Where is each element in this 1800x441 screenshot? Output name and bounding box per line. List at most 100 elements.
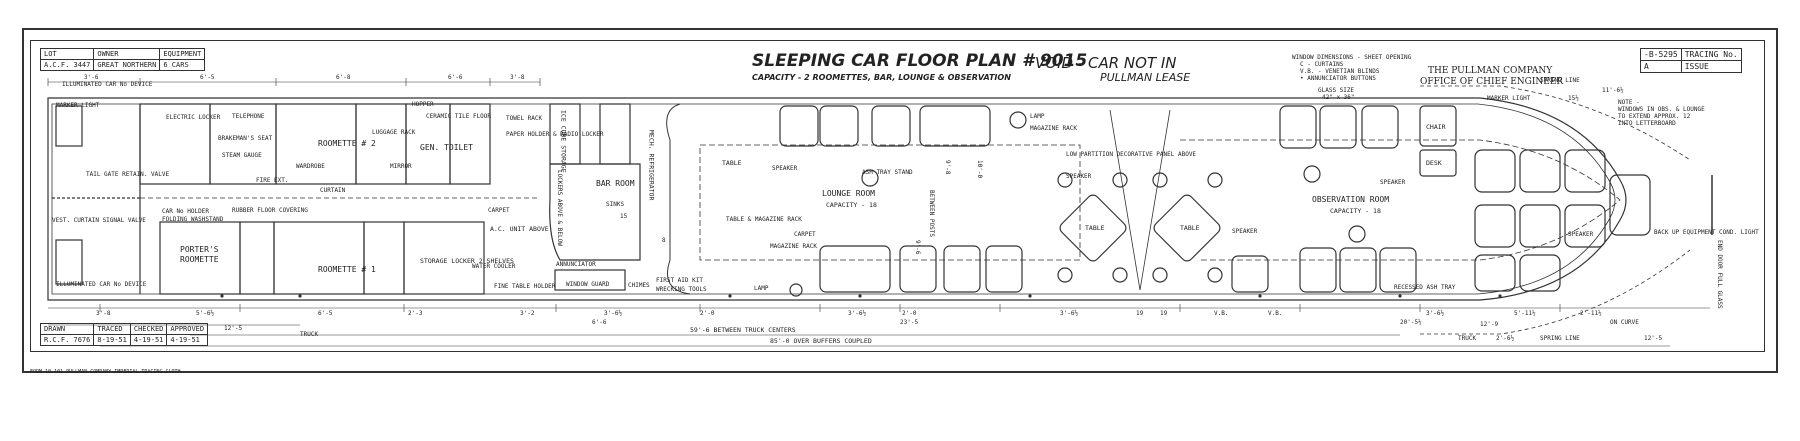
table-magazine-rack-label: TABLE & MAGAZINE RACK xyxy=(726,216,802,223)
form-footer: FORM 10-101 PULLMAN COMPANY IMPERIAL TRA… xyxy=(30,369,181,375)
fine-table-holder-label: FINE TABLE HOLDER xyxy=(494,283,556,290)
truck-label-left: TRUCK xyxy=(300,331,319,338)
dim-misc: 12'-9 xyxy=(1480,321,1499,328)
wrecking-tools-label: WRECKING TOOLS xyxy=(656,286,707,293)
dim-misc: 6'-6 xyxy=(592,319,607,326)
first-aid-label: FIRST AID KIT xyxy=(656,277,703,284)
electric-locker-label: ELECTRIC LOCKER xyxy=(166,114,221,121)
recessed-ash-tray-label: RECESSED ASH TRAY xyxy=(1394,284,1456,291)
checked-value: 4-19-51 xyxy=(129,334,168,346)
chimes-label: CHIMES xyxy=(628,282,650,289)
mirror-label: MIRROR xyxy=(390,163,412,170)
water-cooler-label: WATER COOLER xyxy=(472,263,516,270)
note-1: NOTE - xyxy=(1618,99,1640,106)
dim-bottom: V.B. xyxy=(1214,310,1229,317)
dim-misc: 12'-5 xyxy=(224,325,243,332)
card-table-2-label: TABLE xyxy=(1180,224,1200,232)
lounge-room-label: LOUNGE ROOM xyxy=(822,189,875,198)
rubber-floor-label: RUBBER FLOOR COVERING xyxy=(232,207,308,214)
dim-misc: 23'-5 xyxy=(900,319,919,326)
bar-room-label: BAR ROOM xyxy=(596,179,635,188)
lot-value: A.C.F. 3447 xyxy=(39,59,95,71)
truck-label-right: TRUCK xyxy=(1458,335,1477,342)
magazine-rack-bottom: MAGAZINE RACK xyxy=(770,243,817,250)
dim-bottom: 12'-5 xyxy=(1644,335,1663,342)
ashtray-stand-label: ASH TRAY STAND xyxy=(862,169,913,176)
illuminated-device-bottom: ILLUMINATED CAR No DEVICE xyxy=(56,281,147,288)
window-guard-label: WINDOW GUARD xyxy=(566,281,610,288)
car-no-holder-label: CAR No HOLDER xyxy=(162,208,209,215)
window-note-3: V.B. - VENETIAN BLINDS xyxy=(1300,68,1380,75)
equipment-value: 6 CARS xyxy=(159,59,206,71)
dim-bottom: 3'-8 xyxy=(96,310,111,317)
tracing-label: TRACING No. xyxy=(1680,48,1742,61)
approved-header: APPROVED xyxy=(166,323,209,335)
dim-misc: 10'-0 xyxy=(976,160,983,179)
speaker-rear: SPEAKER xyxy=(1568,231,1594,238)
tracing-number: -B-5295 xyxy=(1640,48,1682,61)
tracing-number-table: -B-5295 TRACING No. A ISSUE xyxy=(1640,48,1742,73)
car-body-outline xyxy=(47,97,1627,301)
note-3: TO EXTEND APPROX. 12 xyxy=(1618,113,1691,120)
over-buffers-dim: 85'-0 OVER BUFFERS COUPLED xyxy=(770,337,872,345)
curtain-label: CURTAIN xyxy=(320,187,346,194)
lot-header: LOT xyxy=(39,48,95,60)
roomette-1-label: ROOMETTE # 1 xyxy=(318,265,376,274)
fire-ext-label: FIRE EXT. xyxy=(256,177,289,184)
chair-label: CHAIR xyxy=(1426,123,1446,131)
paper-holder-label: PAPER HOLDER & RADIO LOCKER xyxy=(506,131,604,138)
observation-room-label: OBSERVATION ROOM xyxy=(1312,195,1390,204)
table-left-label: TABLE xyxy=(722,159,742,167)
dim-misc: 8 xyxy=(662,237,666,244)
steam-gauge-label: STEAM GAUGE xyxy=(222,152,262,159)
dim-top: 3'-8 xyxy=(510,74,525,81)
towel-rack-label: TOWEL RACK xyxy=(506,115,543,122)
storage-locker-label: STORAGE LOCKER 2 SHELVES xyxy=(420,257,514,265)
dim-misc: 9'-6 xyxy=(914,240,921,255)
brakemans-seat-label: BRAKEMAN'S SEAT xyxy=(218,135,273,142)
roomette-2-label: ROOMETTE # 2 xyxy=(318,139,376,148)
dim-bottom: 5'-6½ xyxy=(196,310,215,317)
dim-misc: 9'-8 xyxy=(944,160,951,175)
carpet-label-roomette: CARPET xyxy=(488,207,510,214)
wardrobe-label: WARDROBE xyxy=(296,163,325,170)
void-stamp-line2: PULLMAN LEASE xyxy=(1100,71,1191,84)
telephone-label: TELEPHONE xyxy=(232,113,265,120)
glass-size-2: 42" x 36" xyxy=(1322,94,1355,101)
dim-misc: 19 xyxy=(1160,310,1168,317)
lounge-capacity-label: CAPACITY - 18 xyxy=(826,201,877,209)
truck-centers-dim: 59'-6 BETWEEN TRUCK CENTERS xyxy=(690,326,796,334)
dim-bottom: 3'-6½ xyxy=(1060,310,1079,317)
spring-line-bottom xyxy=(1420,249,1691,335)
drawing-title: SLEEPING CAR FLOOR PLAN # 9015 xyxy=(752,51,1088,71)
car-inner-wall xyxy=(51,103,1616,295)
dim-misc: 15 xyxy=(620,213,628,220)
dim-top: 15½ xyxy=(1568,95,1579,102)
dim-bottom: 3'-2 xyxy=(520,310,535,317)
magazine-rack-top: MAGAZINE RACK xyxy=(1030,125,1077,132)
porters-roomette-label-1: PORTER'S xyxy=(180,245,219,254)
gen-toilet-label: GEN. TOILET xyxy=(420,143,473,152)
dim-bottom: 5'-11½ xyxy=(1514,310,1536,317)
dim-top: 6'-8 xyxy=(336,74,351,81)
dim-top: 6'-5 xyxy=(200,74,215,81)
note-2: WINDOWS IN OBS. & LOUNGE xyxy=(1618,106,1705,113)
spring-line-top: SPRING LINE xyxy=(1540,77,1580,84)
drawn-traced-table: DRAWN TRACED CHECKED APPROVED R.C.F. 767… xyxy=(39,323,209,346)
glass-size-1: GLASS SIZE xyxy=(1318,87,1355,94)
issue-letter: A xyxy=(1640,60,1682,73)
checked-header: CHECKED xyxy=(129,323,168,335)
window-note-2: C - CURTAINS xyxy=(1300,61,1344,68)
dim-bottom: 3'-6½ xyxy=(604,310,623,317)
annunciator-label: ANNUNCIATOR xyxy=(556,261,596,268)
note-4: INTO LETTERBOARD xyxy=(1618,120,1676,127)
dim-bottom: 3'-6½ xyxy=(848,310,867,317)
lamp-label-top: LAMP xyxy=(1030,113,1045,120)
lot-owner-table: LOT OWNER EQUIPMENT A.C.F. 3447 GREAT NO… xyxy=(39,48,206,71)
dim-bottom: 2'-3 xyxy=(408,310,423,317)
company-name: THE PULLMAN COMPANY xyxy=(1428,66,1553,76)
dim-bottom: 6'-5 xyxy=(318,310,333,317)
dim-misc: 20'-5½ xyxy=(1400,319,1422,326)
tail-gate-label: TAIL GATE RETAIN. VALVE xyxy=(86,171,170,178)
